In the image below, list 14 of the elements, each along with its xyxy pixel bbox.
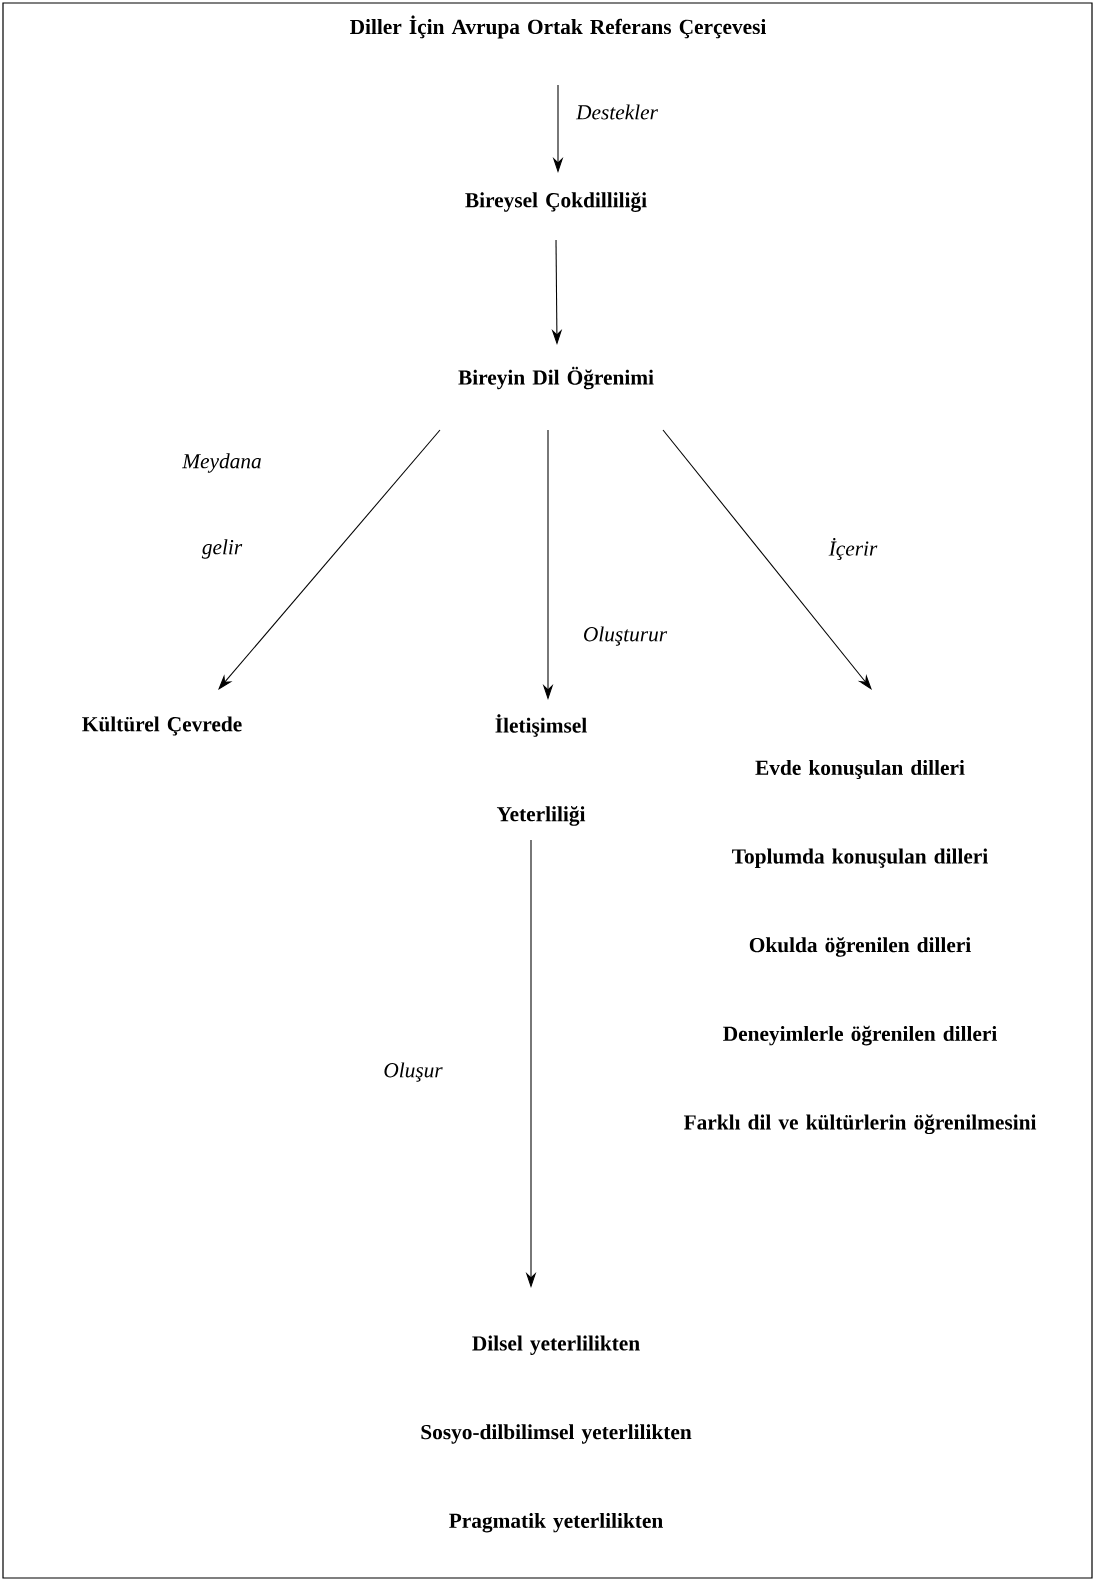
arrow xyxy=(662,429,872,690)
edge-label: Destekler xyxy=(575,104,658,120)
node-text: Dilsel yeterlilikten Sosyo-dilbilimsel yeterlilikten Pragmatik yeterlilikten xyxy=(421,1335,692,1533)
edge-label: Oluşturur xyxy=(584,626,668,646)
edge-label: İçerir xyxy=(828,538,878,561)
node-text: İletişimsel Yeterliliği xyxy=(495,714,587,826)
edge-label: Meydana gelir xyxy=(182,453,261,559)
node-text: Bireysel Çokdilliliği xyxy=(465,192,647,212)
node-text: Kültürel Çevrede xyxy=(82,716,242,736)
edge-label: Oluşur xyxy=(384,1062,443,1082)
node-text: Bireyin Dil Öğrenimi xyxy=(458,366,654,390)
node-text: Evde konuşulan dilleri Toplumda konuşulan dilleri Okulda öğrenilen dilleri Deneyimlerle öğrenilen dilleri Farklı dil ve kültürlerin öğrenilmesini xyxy=(683,759,1037,1135)
arrow xyxy=(218,429,441,690)
node-text: Diller İçin Avrupa Ortak Referans Çerçevesi xyxy=(350,15,767,39)
